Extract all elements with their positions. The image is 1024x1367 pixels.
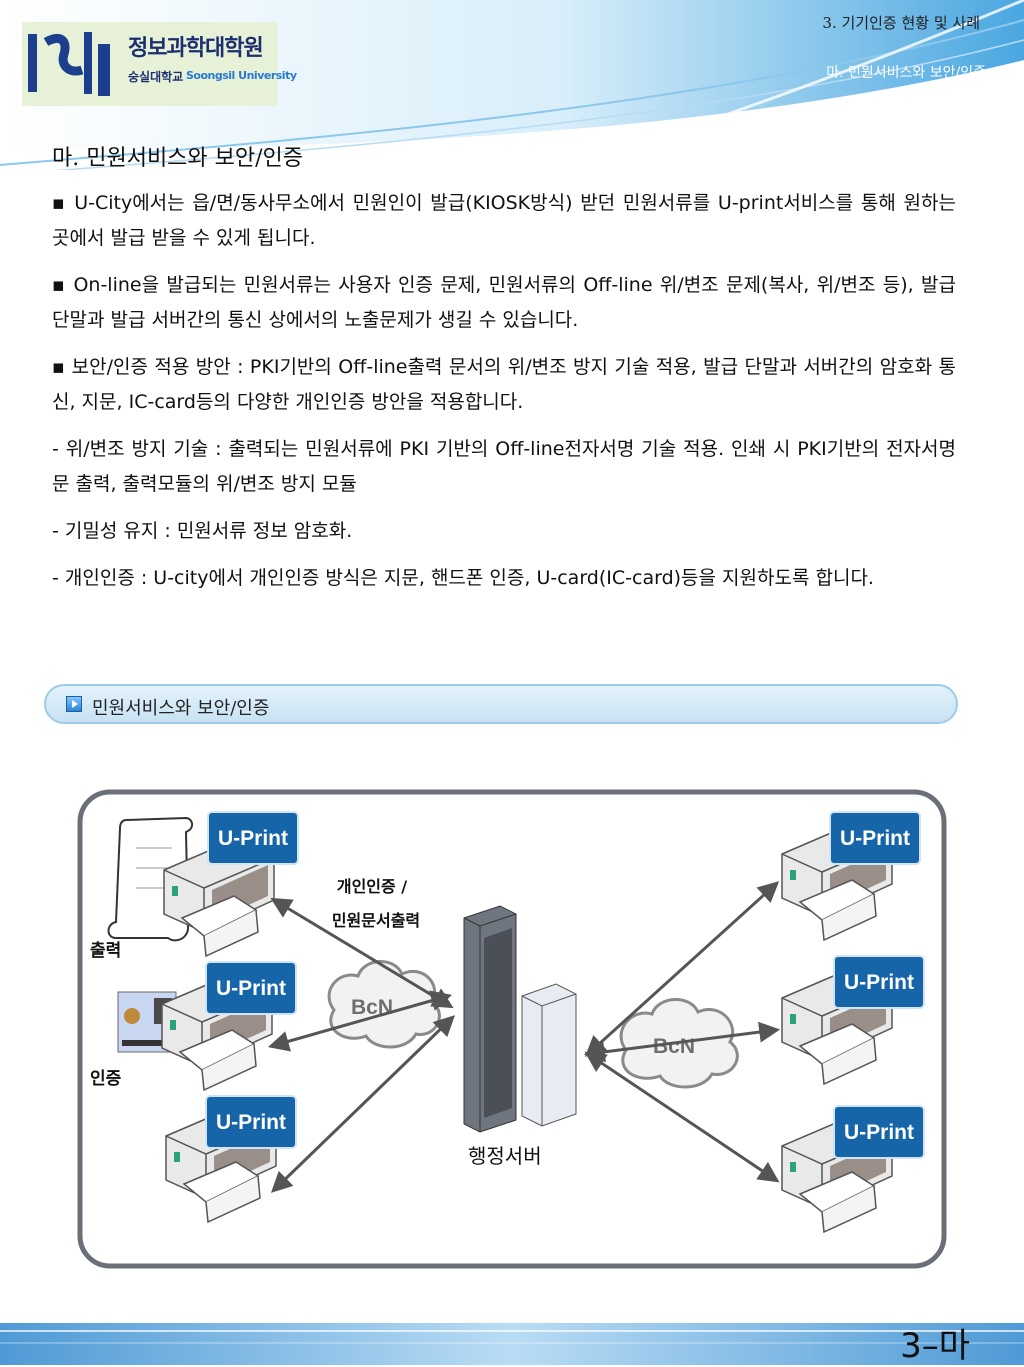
uprint-badge: U-Print — [207, 811, 299, 865]
section-title: 마. 민원서비스와 보안/인증 — [52, 146, 304, 171]
caption-text: 민원서비스와 보안/인증 — [92, 698, 270, 719]
uprint-badge: U-Print — [833, 955, 925, 1009]
server-label: 행정서버 — [468, 1144, 542, 1168]
uprint-badge: U-Print — [205, 961, 297, 1015]
arrow-label-line2: 민원문서출력 — [332, 911, 420, 930]
uprint-label: U-Print — [216, 1111, 286, 1134]
logo-title: 정보과학대학원 — [128, 36, 264, 61]
server-icon — [463, 905, 577, 1133]
uprint-badge: U-Print — [829, 811, 921, 865]
header-chapter: 3. 기기인증 현황 및 사례 — [822, 14, 980, 32]
uprint-label: U-Print — [840, 827, 910, 850]
uprint-label: U-Print — [218, 827, 288, 850]
paragraph: - 개인인증 : U-city에서 개인인증 방식은 지문, 핸드폰 인증, U… — [52, 567, 874, 589]
play-icon — [66, 696, 82, 712]
arrow-label-line1: 개인인증 / — [337, 877, 407, 896]
paragraph: - 기밀성 유지 : 민원서류 정보 암호화. — [52, 520, 353, 542]
auth-label: 인증 — [90, 1069, 122, 1089]
page-number: 3–마 — [900, 1326, 970, 1366]
bcn-label: BcN — [653, 1035, 695, 1058]
output-label: 출력 — [90, 941, 121, 961]
paragraph: ▪ On-line을 발급되는 민원서류는 사용자 인증 문제, 민원서류의 O… — [52, 274, 956, 331]
uprint-badge: U-Print — [833, 1105, 925, 1159]
uprint-label: U-Print — [216, 977, 286, 1000]
uprint-badge: U-Print — [205, 1095, 297, 1149]
paragraph: - 위/변조 방지 기술 : 출력되는 민원서류에 PKI 기반의 Off-li… — [52, 438, 956, 495]
body-text: ▪ U-City에서는 읍/면/동사무소에서 민원인이 발급(KIOSK방식) … — [52, 186, 956, 608]
footer-band — [0, 1323, 1024, 1365]
header-section: 마. 민원서비스와 보안/인증 — [826, 65, 986, 81]
uprint-label: U-Print — [844, 1121, 914, 1144]
university-logo-icon — [28, 32, 110, 96]
logo-university-en: Soongsil University — [186, 69, 297, 82]
paragraph: ▪ 보안/인증 적용 방안 : PKI기반의 Off-line출력 문서의 위/… — [52, 356, 956, 413]
caption-bar — [44, 684, 958, 724]
bcn-label: BcN — [351, 996, 393, 1019]
uprint-label: U-Print — [844, 971, 914, 994]
paragraph: ▪ U-City에서는 읍/면/동사무소에서 민원인이 발급(KIOSK방식) … — [52, 192, 956, 249]
network-diagram: U-Print U-Print U-Print U-Print U-Print … — [77, 789, 947, 1269]
logo-university: 숭실대학교 — [128, 70, 184, 84]
